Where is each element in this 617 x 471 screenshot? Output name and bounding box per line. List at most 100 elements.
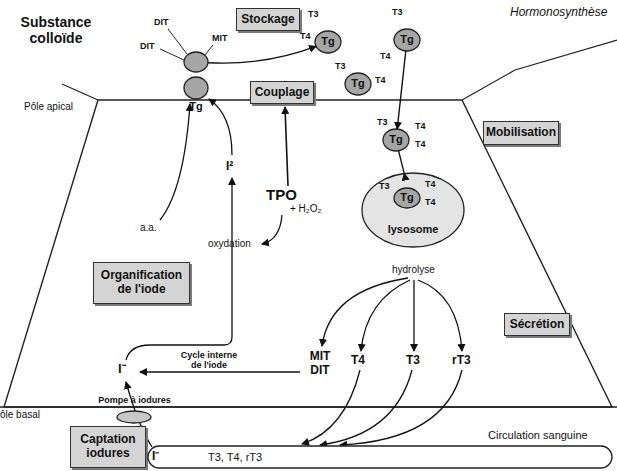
connector-arrow — [399, 151, 405, 174]
cell-outline — [4, 100, 612, 407]
node-text: T4 — [375, 76, 386, 85]
leader-line — [205, 45, 213, 55]
thyroglobulin-ellipse: T3T4TgT4 — [375, 118, 437, 158]
box-label: Organification de l'iode — [96, 269, 187, 297]
thyroglobulin-ellipse — [394, 29, 420, 51]
node-text: DIT — [154, 18, 169, 27]
diagram-title: Hormonosynthèse — [510, 6, 607, 20]
recycle-arrow — [140, 371, 300, 372]
hydrolysis-arrow — [413, 280, 414, 351]
node-text: DIT — [140, 42, 155, 51]
node-text: Circulation sanguine — [488, 430, 588, 441]
node-text: Tg — [394, 192, 420, 203]
hormone-label: rT3 — [452, 354, 471, 368]
node-text: T3 — [379, 182, 390, 191]
step-box: Couplage — [250, 81, 314, 104]
thyroglobulin-ellipse — [315, 31, 341, 53]
node-text: MIT — [212, 34, 228, 43]
pole-label: ôle basal — [0, 409, 40, 421]
pump-ellipse: Pompe à iodures — [92, 396, 177, 424]
cofactor-label: + H₂O₂ — [290, 203, 321, 215]
cell-boundary — [462, 40, 617, 100]
node-text: T4 — [415, 122, 426, 131]
oxidation-arrow — [262, 215, 282, 244]
molecule-label: a.a. — [140, 222, 157, 234]
thyroglobulin-ellipse: T3Tg T4 — [335, 62, 397, 97]
node-text: T3 — [308, 10, 319, 19]
node-text: I⁻ — [152, 450, 159, 462]
hydrolysis-arrow — [418, 280, 462, 351]
node-text: Tg — [394, 34, 420, 45]
hormone-label: T4 — [351, 354, 365, 368]
step-box: Sécrétion — [504, 313, 570, 336]
node-text: Pompe à iodures — [92, 396, 177, 405]
blood-vessel-band — [148, 446, 612, 468]
box-label: Stockage — [241, 13, 294, 27]
step-box: Stockage — [236, 8, 300, 31]
basal-line — [0, 406, 617, 407]
node-text: T4 — [415, 140, 426, 149]
box-label: Couplage — [255, 86, 310, 100]
thyroglobulin-ellipse — [184, 77, 208, 99]
node-text: T3 — [392, 8, 403, 17]
amino-acid-arrow — [160, 104, 190, 220]
node-text: T4 — [425, 180, 436, 189]
leader-line — [160, 49, 184, 60]
colloid-label: Substance colloïde — [6, 14, 106, 46]
hormone-label: MIT DIT — [303, 350, 337, 378]
connector-arrow — [397, 51, 406, 129]
thyroglobulin-ellipse: T3TgT4 — [380, 8, 430, 64]
iodine-label: I² — [226, 160, 233, 174]
coupling-arrow — [285, 107, 288, 186]
connector-arrow — [208, 46, 316, 63]
cell-boundary — [62, 84, 98, 100]
pole-label: Pôle apical — [24, 101, 73, 113]
lysosome-ellipse — [362, 173, 464, 247]
release-arrow — [340, 370, 462, 445]
box-label: Captation iodures — [73, 433, 143, 461]
thyroglobulin-ellipse: T3Tg T4 — [300, 10, 345, 58]
node-text: T4 — [380, 52, 391, 61]
process-label: hydrolyse — [392, 264, 435, 276]
iodide-label: I⁻ — [118, 362, 126, 377]
thyroglobulin-ellipse — [184, 52, 208, 72]
blood-vessel-band: I⁻ T3, T4, rT3 Circulation sanguine — [148, 425, 614, 469]
node-text: T4 — [425, 198, 436, 207]
leader-line — [168, 29, 187, 54]
release-arrow — [302, 370, 360, 444]
thyroglobulin-ellipse: Tg — [180, 74, 212, 122]
lysosome-ellipse: lysosomeT3T4TgT4 — [361, 172, 465, 248]
thyroglobulin-ellipse — [345, 73, 371, 95]
node-text: lysosome — [387, 224, 439, 235]
process-label: oxydation — [208, 238, 251, 250]
node-text: Tg — [345, 78, 371, 89]
step-box: Mobilisation — [483, 121, 559, 145]
thyroglobulin-ellipse — [394, 188, 420, 208]
step-box: Captation iodures — [70, 426, 146, 468]
iodination-arrow — [209, 99, 232, 155]
thyroglobulin-ellipse — [383, 129, 409, 151]
node-text: T4 — [300, 32, 311, 41]
node-text: Tg — [383, 134, 409, 145]
shape-outline — [180, 74, 212, 122]
node-text: T3 — [377, 118, 388, 127]
node-text: Tg — [315, 36, 341, 47]
node-text: T3, T4, rT3 — [208, 452, 262, 463]
enzyme-label: TPO — [266, 186, 297, 203]
cycle-label: Cycle interne de l'iode — [176, 350, 242, 371]
step-box: Organification de l'iode — [93, 262, 190, 304]
shape-outline — [361, 172, 465, 248]
box-label: Sécrétion — [510, 318, 565, 332]
box-label: Mobilisation — [486, 126, 556, 140]
node-text: T3 — [335, 62, 346, 71]
hydrolysis-arrow — [361, 280, 410, 351]
thyroglobulin-ellipse: DIT DIT MIT — [140, 18, 240, 76]
node-text: Tg — [182, 101, 210, 112]
thyroglobulin-ellipse: T3T4TgT4 — [379, 180, 445, 214]
release-arrow — [320, 370, 412, 445]
hormone-label: T3 — [406, 354, 420, 368]
